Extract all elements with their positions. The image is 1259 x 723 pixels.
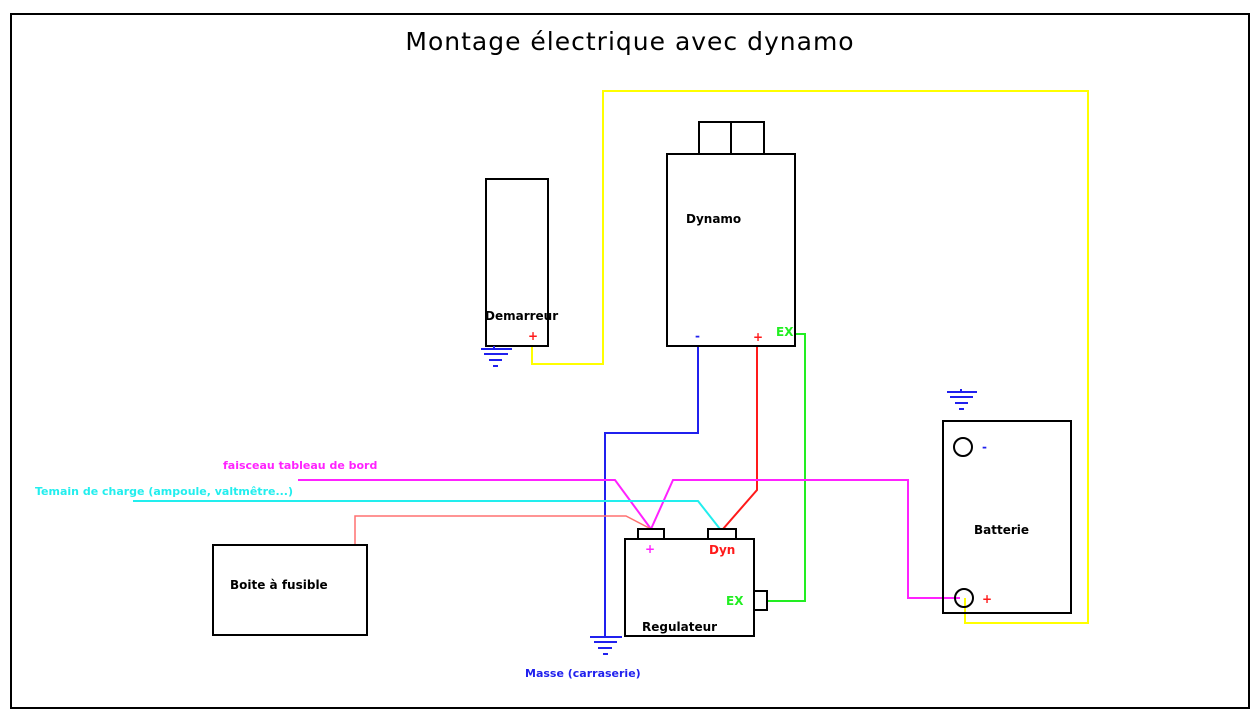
regulateur: + Dyn EX Regulateur Masse (carraserie) (525, 528, 768, 680)
demarreur: Demarreur + (481, 178, 558, 367)
wire-blue-dynamo-ground (604, 346, 699, 636)
boite-fusible-box (212, 544, 368, 636)
batterie-label: Batterie (974, 523, 1029, 537)
boite-fusible: Boite à fusible (212, 544, 368, 636)
temoin-label: Temain de charge (ampoule, valtmêtre...) (35, 485, 293, 498)
regulateur-plus: + (645, 542, 655, 556)
demarreur-plus: + (528, 329, 538, 343)
ground-icon (947, 389, 977, 410)
batterie-plus-terminal (954, 588, 974, 608)
batterie-minus: - (982, 440, 987, 454)
batterie-minus-terminal (953, 437, 973, 457)
regulateur-box (624, 538, 755, 637)
ground-icon (481, 346, 512, 367)
wire-green-ex (767, 333, 806, 602)
boite-fusible-label: Boite à fusible (230, 578, 328, 592)
regulateur-label: Regulateur (642, 620, 717, 634)
diagram-title: Montage électrique avec dynamo (405, 27, 854, 56)
faisceau-label: faisceau tableau de bord (223, 459, 377, 472)
wire-magenta-faisceau (298, 479, 652, 530)
regulateur-ex-terminal (753, 590, 768, 611)
wire-yellow-starter-battery (531, 90, 1089, 624)
batterie-box (942, 420, 1072, 614)
ground-icon (590, 636, 622, 655)
dynamo: Dynamo - + EX (666, 121, 796, 347)
demarreur-box (485, 178, 549, 347)
regulateur-ex: EX (726, 594, 744, 608)
wire-red-dynamo-dyn (722, 346, 758, 530)
demarreur-label: Demarreur (485, 309, 558, 323)
dynamo-plus: + (753, 330, 763, 344)
dynamo-pulley-left (698, 121, 732, 155)
dynamo-ex: EX (776, 325, 794, 339)
wire-cyan-temoin (133, 500, 721, 530)
regulateur-dyn: Dyn (709, 543, 735, 557)
regulateur-dyn-terminal (707, 528, 737, 540)
dynamo-label: Dynamo (686, 212, 741, 226)
wire-magenta-battery (650, 479, 960, 599)
dynamo-box (666, 153, 796, 347)
dynamo-minus: - (695, 329, 700, 343)
wire-salmon-fuse (354, 515, 652, 545)
masse-label: Masse (carraserie) (525, 667, 641, 680)
regulateur-plus-terminal (637, 528, 665, 540)
batterie: - Batterie + (942, 389, 1072, 614)
dynamo-pulley-right (730, 121, 765, 155)
batterie-plus: + (982, 592, 992, 606)
